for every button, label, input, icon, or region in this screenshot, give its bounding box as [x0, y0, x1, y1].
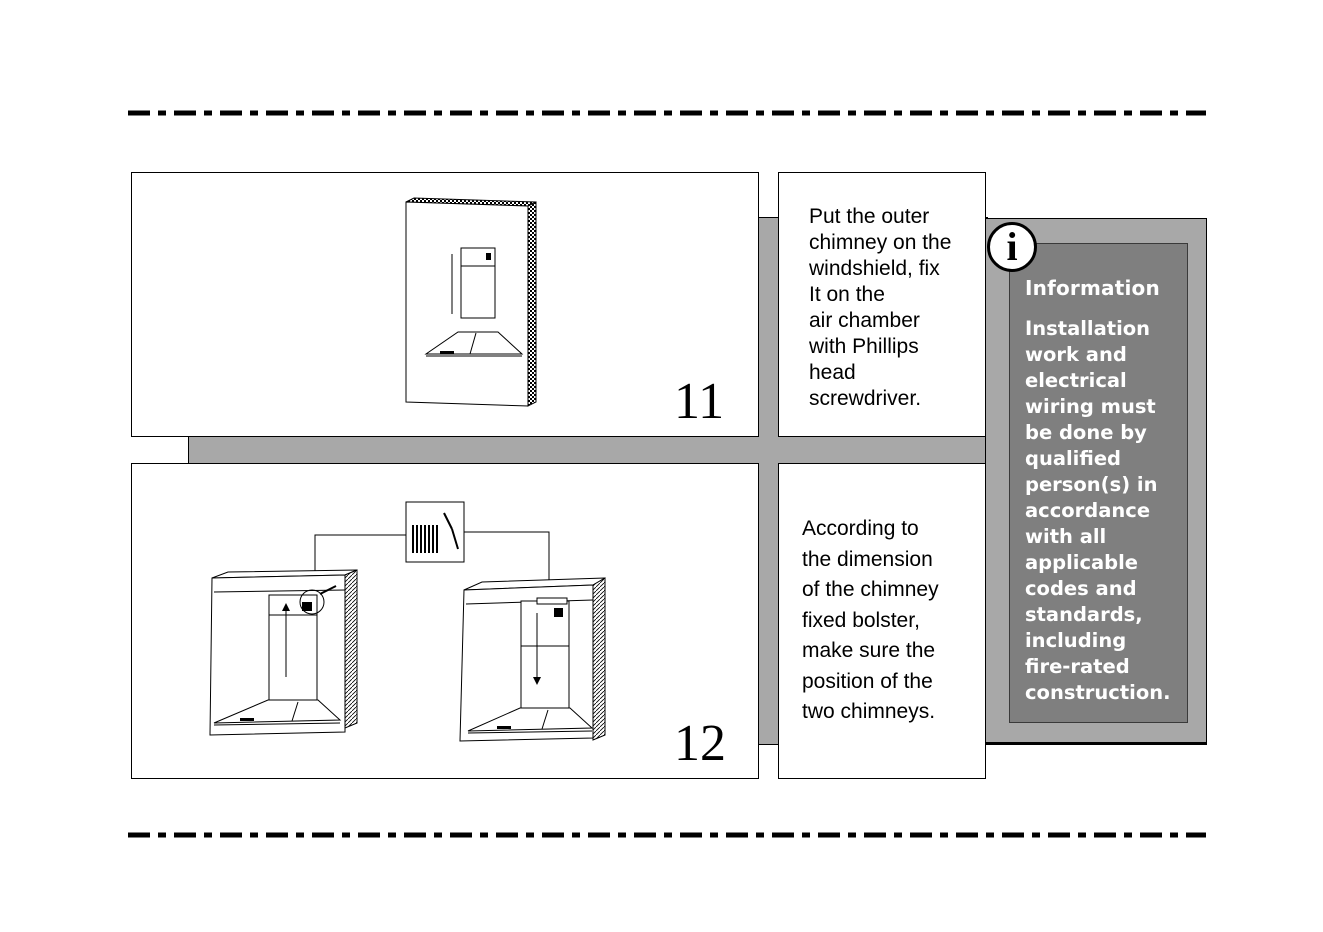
step-11-number: 11 [674, 373, 725, 430]
step-11-hood-illustration [405, 197, 537, 407]
step-12-number: 12 [674, 715, 726, 772]
info-icon: i [987, 222, 1037, 272]
info-body: Installation work and electrical wiring … [1025, 317, 1171, 704]
step-12-hood-illustration [209, 501, 606, 742]
bottom-dashed-rule [128, 832, 1206, 838]
step-12-text-panel [778, 463, 986, 779]
info-panel-inner [1009, 243, 1188, 723]
top-dashed-rule [128, 110, 1206, 116]
step-11-instruction: Put the outer chimney on the windshield,… [809, 205, 952, 410]
info-title: Information [1025, 276, 1160, 300]
step-11-text-panel [778, 172, 986, 437]
step-12-instruction: According to the dimension of the chimne… [802, 517, 939, 723]
